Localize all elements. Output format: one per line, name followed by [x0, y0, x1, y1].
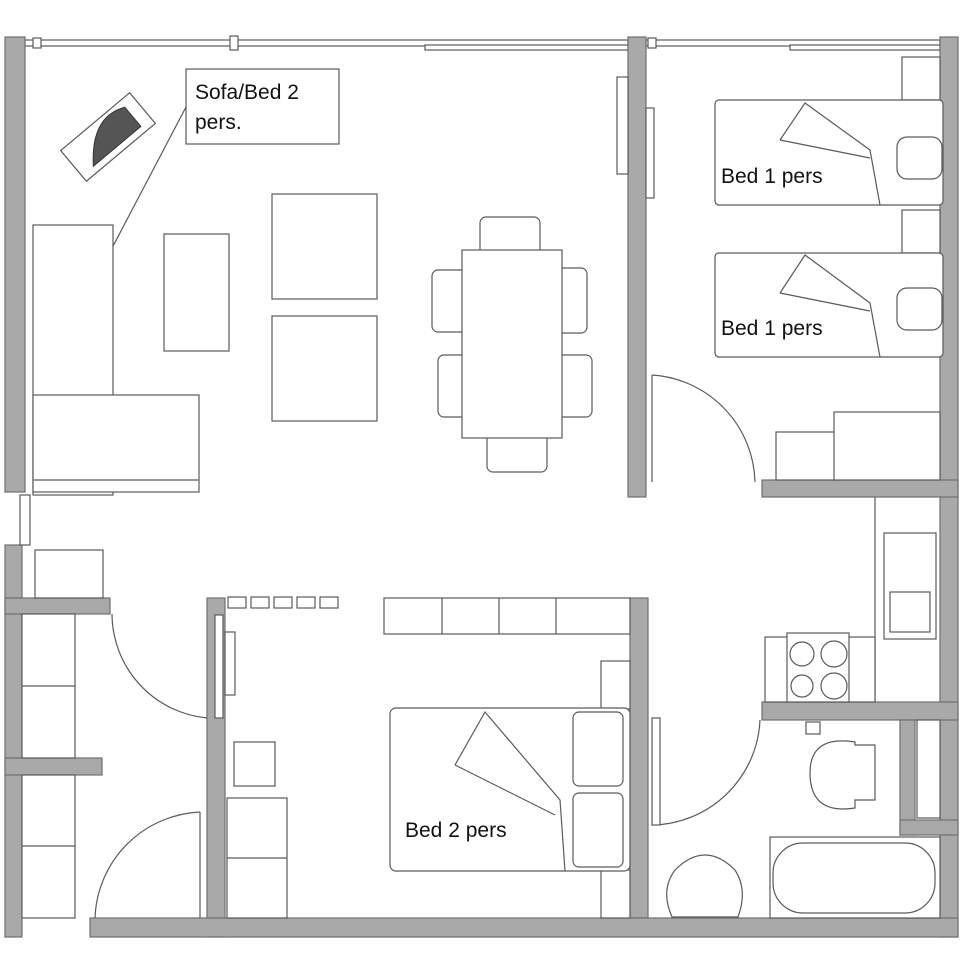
sofa-bed-label-2: pers.: [195, 111, 242, 134]
bedroom-2: Bed 2 pers: [21, 549, 631, 919]
toilet: [809, 740, 876, 810]
lamp-table: [59, 91, 157, 183]
windows: [24, 35, 941, 51]
bed-label: Bed 1 pers: [721, 165, 823, 188]
kitchen: [764, 497, 937, 703]
washbasin: [666, 854, 743, 918]
stove: [786, 632, 850, 703]
bedroom-1: Bed 1 pers Bed 1 pers: [651, 56, 944, 483]
shelf: [227, 596, 339, 609]
coffee-table: [163, 233, 230, 352]
dining-table: [461, 249, 563, 439]
sofa-bed-label: Sofa/Bed 2: [195, 81, 299, 104]
bathroom: [651, 717, 941, 919]
armchair: [271, 315, 378, 422]
wardrobe: [383, 597, 631, 635]
living-furniture: Sofa/Bed 2 pers.: [32, 68, 655, 496]
bed-label: Bed 1 pers: [721, 317, 823, 340]
bed-label: Bed 2 pers: [405, 819, 507, 842]
armchair: [271, 193, 378, 300]
sofa-bed-label-box: [185, 68, 340, 145]
double-bed: [389, 707, 631, 872]
